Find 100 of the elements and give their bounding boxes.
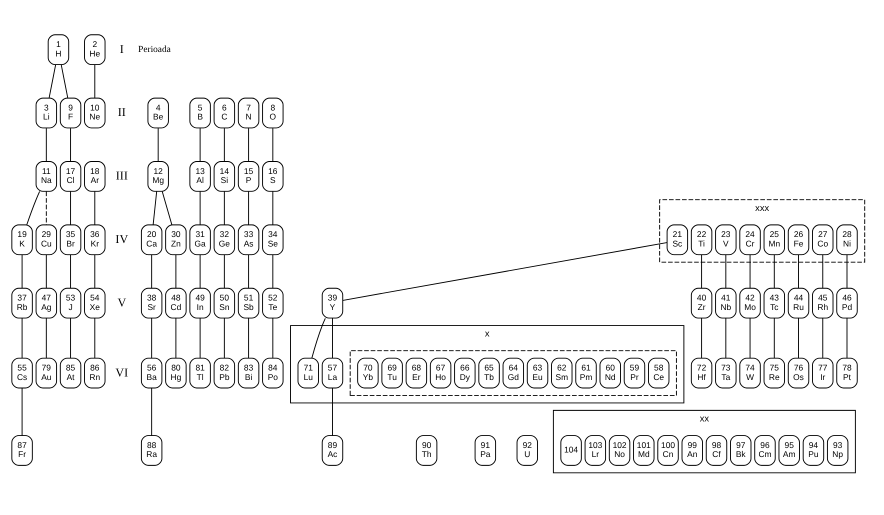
connector (26, 191, 40, 226)
node-box: 93 Np (826, 435, 848, 466)
node-box: 92 U (516, 435, 538, 466)
node-box: 53 J (60, 288, 82, 319)
node-box: 71 Lu (298, 358, 319, 388)
node-box: 10 Ne (84, 98, 106, 128)
node-box: 98 Cf (706, 435, 728, 466)
node-box: 88 Ra (140, 435, 162, 466)
node-box: 6 C (214, 98, 236, 128)
node-box: 91 Pa (474, 435, 496, 466)
connector (248, 191, 250, 226)
connector (46, 191, 47, 226)
connector (94, 254, 96, 289)
node-box: 74 W (739, 358, 761, 388)
connector (94, 191, 96, 226)
node-box: 26 Fe (788, 224, 810, 256)
node-box: 16 S (262, 161, 284, 192)
node-box: 4 Be (147, 98, 169, 128)
node-box: 23 V (715, 224, 737, 256)
connector (48, 64, 56, 98)
node-box: 86 Rn (84, 358, 106, 388)
node-box: 79 Au (36, 358, 58, 388)
label: VI (115, 365, 128, 380)
node-box: 83 Bi (238, 358, 260, 388)
label: III (116, 168, 128, 183)
connector (846, 318, 848, 359)
connector (94, 64, 96, 98)
node-box: 40 Zr (690, 288, 712, 319)
label: II (118, 105, 126, 120)
connector (248, 254, 250, 289)
node-box: 84 Po (262, 358, 284, 388)
node-box: 35 Br (60, 224, 82, 256)
node-box: 97 Bk (730, 435, 752, 466)
node-box: 81 Tl (189, 358, 211, 388)
node-box: 22 Ti (690, 224, 712, 256)
node-box: 73 Ta (715, 358, 737, 388)
node-box: 30 Zn (165, 224, 187, 256)
node-box: 75 Re (764, 358, 785, 388)
connector (846, 254, 848, 289)
label: IV (115, 232, 128, 246)
connector (224, 318, 225, 359)
node-box: 37 Rb (11, 288, 33, 319)
connector (70, 318, 72, 359)
connector (248, 318, 250, 359)
node-box: 42 Mo (739, 288, 761, 319)
connector (798, 254, 799, 289)
node-box: 103 Lr (584, 435, 606, 466)
node-box: 50 Sn (214, 288, 236, 319)
connector (152, 191, 158, 226)
node-box: 14 Si (214, 161, 236, 192)
node-box: 46 Pd (836, 288, 858, 319)
label: I (120, 42, 124, 56)
node-box: 29 Cu (36, 224, 58, 256)
cluster (350, 350, 677, 396)
node-box: 63 Eu (526, 358, 548, 388)
node-box: 3 Li (36, 98, 58, 128)
connector (248, 128, 250, 162)
connector (70, 128, 72, 162)
node-box: 51 Sb (238, 288, 260, 319)
node-box: 43 Tc (764, 288, 785, 319)
connector (701, 254, 702, 289)
node-box: 60 Nd (600, 358, 621, 388)
node-box: 47 Ag (36, 288, 58, 319)
connector (70, 191, 72, 226)
node-box: 52 Te (262, 288, 284, 319)
node-box: 55 Cs (11, 358, 33, 388)
node-box: 76 Os (788, 358, 810, 388)
connector (22, 318, 23, 359)
node-box: 15 P (238, 161, 260, 192)
node-box: 17 Cl (60, 161, 82, 192)
connector (701, 318, 702, 359)
connector (822, 318, 824, 359)
node-box: 7 N (238, 98, 260, 128)
node-box: 89 Ac (322, 435, 344, 466)
node-box: 32 Ge (214, 224, 236, 256)
label: V (117, 295, 126, 310)
connector (332, 318, 333, 359)
connector (158, 128, 159, 162)
node-box: 18 Ar (84, 161, 106, 192)
node-box: 28 Ni (836, 224, 858, 256)
node-box: 66 Dy (454, 358, 476, 388)
node-box: 70 Yb (357, 358, 379, 388)
connector (46, 254, 47, 289)
connector (774, 254, 775, 289)
node-box: 48 Cd (165, 288, 187, 319)
node-box: 8 O (262, 98, 284, 128)
node-box: 80 Hg (165, 358, 187, 388)
connector (774, 318, 775, 359)
connector (311, 318, 326, 359)
node-box: 68 Er (406, 358, 428, 388)
connector (151, 254, 152, 289)
node-box: 104 (560, 435, 582, 466)
connector (822, 254, 824, 289)
node-box: 1 H (48, 34, 70, 66)
connector (272, 254, 274, 289)
node-box: 24 Cr (739, 224, 761, 256)
node-box: 54 Xe (84, 288, 106, 319)
node-box: 49 In (189, 288, 211, 319)
connector (175, 254, 176, 289)
connector (22, 254, 23, 289)
